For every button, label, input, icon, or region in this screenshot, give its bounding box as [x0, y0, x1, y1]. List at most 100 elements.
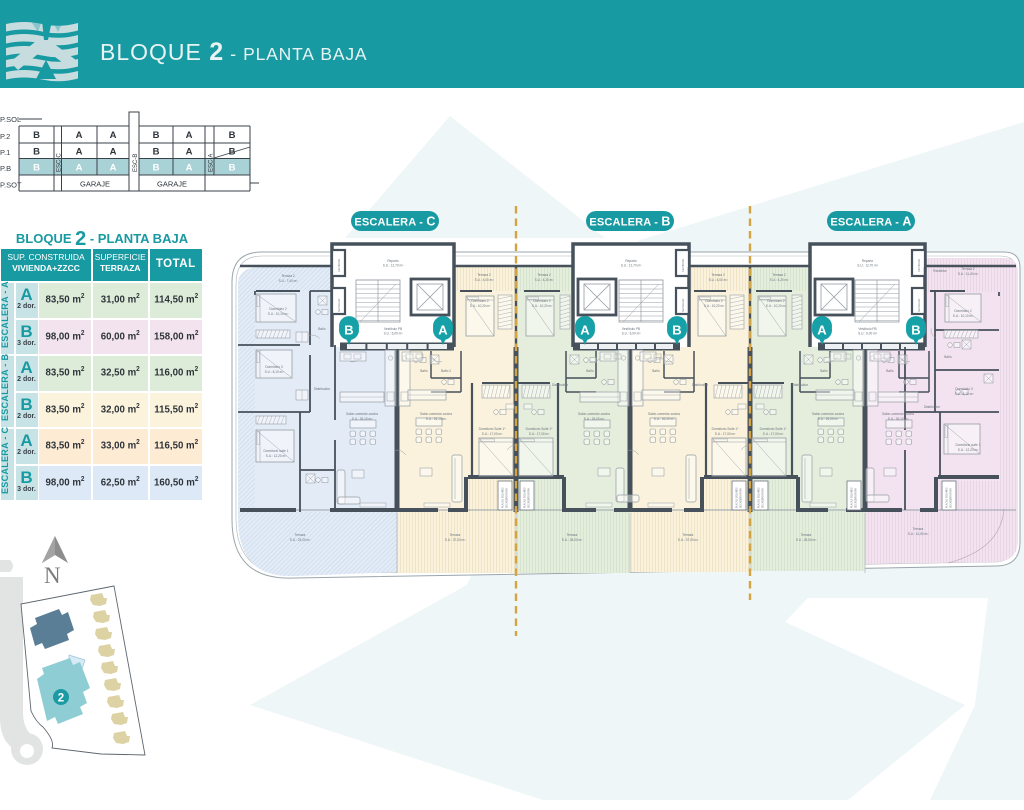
svg-text:P.SOT: P.SOT — [0, 181, 22, 190]
svg-text:RECIBIDOR: RECIBIDOR — [918, 258, 921, 272]
svg-text:Reparto: Reparto — [625, 259, 637, 263]
svg-text:A: A — [110, 130, 117, 141]
svg-text:Dormitorio 2: Dormitorio 2 — [471, 299, 489, 303]
svg-text:SECADERO ROPA: SECADERO ROPA — [855, 488, 858, 508]
svg-text:S.U.: 10,10 m²: S.U.: 10,10 m² — [953, 314, 974, 318]
svg-text:2: 2 — [58, 693, 64, 705]
svg-text:SECADERO ROPA: SECADERO ROPA — [740, 488, 743, 508]
svg-text:RECIBIDOR: RECIBIDOR — [682, 258, 685, 272]
svg-text:A: A — [186, 147, 193, 158]
svg-text:Baño: Baño — [820, 369, 828, 373]
svg-text:B: B — [344, 323, 353, 338]
svg-text:Dormitorio 2: Dormitorio 2 — [954, 309, 972, 313]
svg-text:S.U.: 41,50 m²: S.U.: 41,50 m² — [908, 532, 929, 536]
svg-text:Distribuidor: Distribuidor — [792, 383, 809, 387]
svg-text:S.U.: 10,10 m²: S.U.: 10,10 m² — [268, 312, 289, 316]
svg-text:S.U.: 12,70 m²: S.U.: 12,70 m² — [621, 264, 642, 268]
svg-text:ESC-C: ESC-C — [57, 153, 63, 172]
svg-text:Baño: Baño — [886, 369, 894, 373]
svg-text:Dormitorio 3: Dormitorio 3 — [955, 387, 973, 391]
svg-text:PLACAS SOLARES: PLACAS SOLARES — [946, 487, 949, 508]
svg-text:SECADERO ROPA: SECADERO ROPA — [506, 488, 509, 508]
svg-text:S.U.: 17,00 m²: S.U.: 17,00 m² — [763, 432, 784, 436]
svg-text:ESC-A: ESC-A — [209, 154, 215, 172]
svg-text:RECIBIDOR: RECIBIDOR — [338, 258, 341, 272]
svg-text:Terraza 2: Terraza 2 — [477, 273, 491, 277]
svg-text:S.U.: 10,20 m²: S.U.: 10,20 m² — [704, 304, 725, 308]
svg-text:S.U.: 26,10 m²: S.U.: 26,10 m² — [352, 417, 373, 421]
svg-text:S.U.: 17,00 m²: S.U.: 17,00 m² — [482, 432, 503, 436]
svg-text:B: B — [33, 147, 40, 158]
svg-text:Terraza: Terraza — [295, 533, 306, 537]
svg-text:Terraza 2: Terraza 2 — [711, 273, 725, 277]
svg-text:S.U.: 7,40 m²: S.U.: 7,40 m² — [279, 279, 298, 283]
svg-text:SECADERO: SECADERO — [682, 298, 685, 312]
svg-text:P.SOL: P.SOL — [0, 115, 21, 124]
svg-text:SECADERO: SECADERO — [918, 298, 921, 312]
svg-text:P.B: P.B — [0, 164, 11, 173]
svg-text:S.U.: 23,00 m²: S.U.: 23,00 m² — [290, 538, 311, 542]
svg-text:S.U.: 26,00 m²: S.U.: 26,00 m² — [654, 417, 675, 421]
svg-text:B: B — [229, 130, 236, 141]
svg-text:B: B — [229, 147, 236, 158]
svg-text:Vestíbulo PB: Vestíbulo PB — [384, 327, 402, 331]
svg-text:Terraza 2: Terraza 2 — [772, 273, 786, 277]
svg-text:GARAJE: GARAJE — [157, 180, 187, 189]
svg-text:B: B — [153, 163, 160, 174]
svg-text:Distribuidor: Distribuidor — [924, 405, 941, 409]
svg-text:S.U.: 17,00 m²: S.U.: 17,00 m² — [715, 432, 736, 436]
svg-text:Salón-comedor-cocina: Salón-comedor-cocina — [648, 412, 680, 416]
svg-text:B: B — [33, 163, 40, 174]
svg-text:S.U.: 37,00 m²: S.U.: 37,00 m² — [678, 538, 699, 542]
svg-text:B: B — [911, 323, 920, 338]
svg-text:Dormitorio suite 1: Dormitorio suite 1 — [956, 443, 981, 447]
svg-text:Baño: Baño — [318, 327, 326, 331]
svg-text:Terraza 2: Terraza 2 — [537, 273, 551, 277]
svg-text:ESCALERA - A: ESCALERA - A — [830, 215, 911, 229]
svg-text:S.U.: 4,00 m²: S.U.: 4,00 m² — [709, 278, 728, 282]
svg-text:Terraza: Terraza — [450, 533, 461, 537]
svg-text:Dormitorio 2: Dormitorio 2 — [269, 307, 287, 311]
svg-text:A: A — [110, 147, 117, 158]
svg-text:SECADERO ROPA: SECADERO ROPA — [762, 488, 765, 508]
svg-text:S.U.: 6,00 m²: S.U.: 6,00 m² — [384, 332, 403, 336]
svg-text:Dormitorio suite 1: Dormitorio suite 1 — [264, 449, 289, 453]
svg-text:S.U.: 28,00 m²: S.U.: 28,00 m² — [562, 538, 583, 542]
svg-text:Salón-comedor-cocina: Salón-comedor-cocina — [346, 412, 378, 416]
svg-text:SECADERO: SECADERO — [338, 298, 341, 312]
svg-text:A: A — [76, 130, 83, 141]
svg-text:S.U.: 26,10 m²: S.U.: 26,10 m² — [888, 417, 909, 421]
svg-text:Terraza: Terraza — [683, 533, 694, 537]
svg-text:A: A — [110, 163, 117, 174]
svg-text:B: B — [672, 323, 681, 338]
svg-text:S.U.: 26,00 m²: S.U.: 26,00 m² — [818, 417, 839, 421]
svg-text:ESCALERA - B: ESCALERA - B — [589, 215, 670, 229]
svg-text:Baño 2: Baño 2 — [441, 369, 451, 373]
svg-text:Terraza 2: Terraza 2 — [281, 274, 295, 278]
svg-text:ESCALERA - C: ESCALERA - C — [354, 215, 435, 229]
svg-text:S.U.: 10,20 m²: S.U.: 10,20 m² — [532, 304, 553, 308]
svg-text:Distribuidor: Distribuidor — [314, 387, 331, 391]
svg-text:PLACAS SOLARES: PLACAS SOLARES — [736, 487, 739, 508]
svg-text:Distribuidor: Distribuidor — [692, 383, 709, 387]
svg-text:S.U.: 12,70 m²: S.U.: 12,70 m² — [857, 264, 878, 268]
svg-text:B: B — [153, 147, 160, 158]
svg-text:B: B — [229, 163, 236, 174]
svg-text:Baño: Baño — [586, 369, 594, 373]
svg-text:Reparto: Reparto — [862, 259, 874, 263]
svg-text:S.U.: 28,00 m²: S.U.: 28,00 m² — [796, 538, 817, 542]
svg-text:Reparto: Reparto — [387, 259, 399, 263]
svg-text:PLACAS SOLARES: PLACAS SOLARES — [851, 487, 854, 508]
svg-text:S.U.: 26,10 m²: S.U.: 26,10 m² — [426, 417, 447, 421]
svg-text:Dormitorio Suite 1º: Dormitorio Suite 1º — [760, 427, 788, 431]
svg-text:S.U.: 10,20 m²: S.U.: 10,20 m² — [766, 304, 787, 308]
svg-text:S.U.: 12,20 m²: S.U.: 12,20 m² — [266, 454, 287, 458]
svg-text:A: A — [76, 147, 83, 158]
svg-text:SECADERO ROPA: SECADERO ROPA — [528, 488, 531, 508]
svg-text:A: A — [580, 323, 590, 338]
svg-text:S.U.: 4,00 m²: S.U.: 4,00 m² — [475, 278, 494, 282]
svg-text:Terraza 2: Terraza 2 — [961, 267, 975, 271]
svg-text:N: N — [44, 563, 61, 588]
svg-text:S.U.: 6,00 m²: S.U.: 6,00 m² — [622, 332, 641, 336]
svg-text:Baño: Baño — [420, 369, 428, 373]
